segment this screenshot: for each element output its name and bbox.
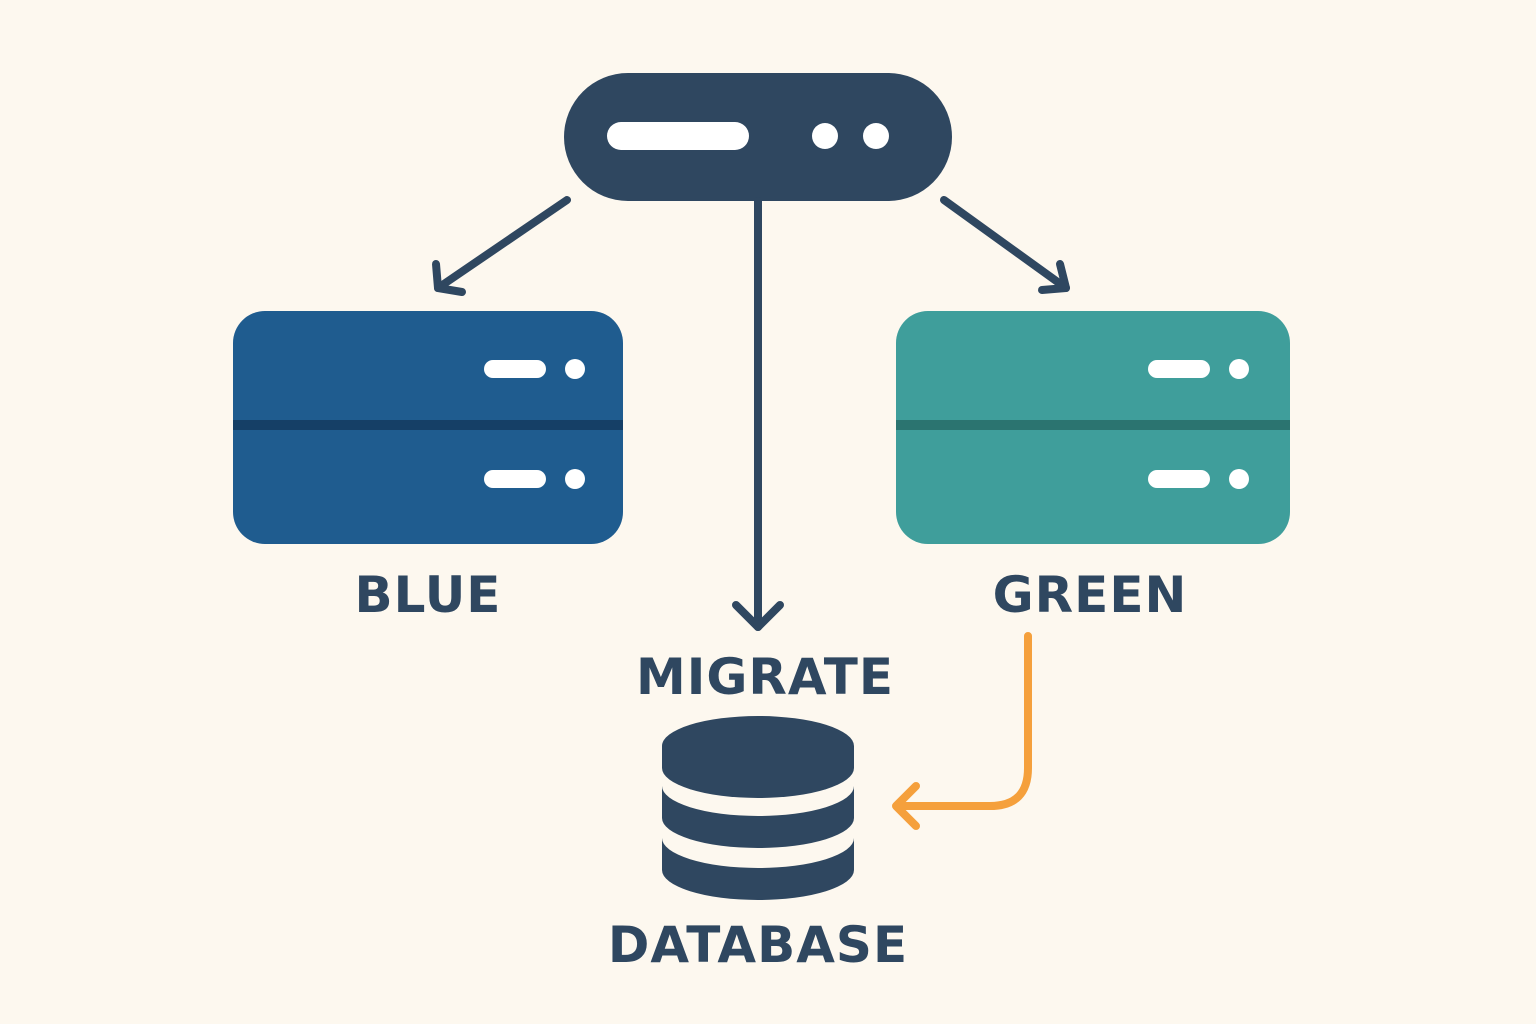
database-label: DATABASE	[607, 916, 909, 974]
database-icon	[662, 716, 854, 900]
migration-arrow	[892, 632, 1032, 830]
arrow-to-migrate	[732, 197, 784, 631]
load-balancer-icon	[564, 73, 952, 201]
arrow-to-blue	[432, 196, 571, 296]
arrow-to-green	[940, 196, 1070, 294]
blue-label: BLUE	[354, 566, 502, 624]
green-label: GREEN	[992, 566, 1188, 624]
blue-server-icon	[233, 311, 623, 544]
migrate-label: MIGRATE	[636, 648, 894, 706]
green-server-icon	[896, 311, 1290, 544]
